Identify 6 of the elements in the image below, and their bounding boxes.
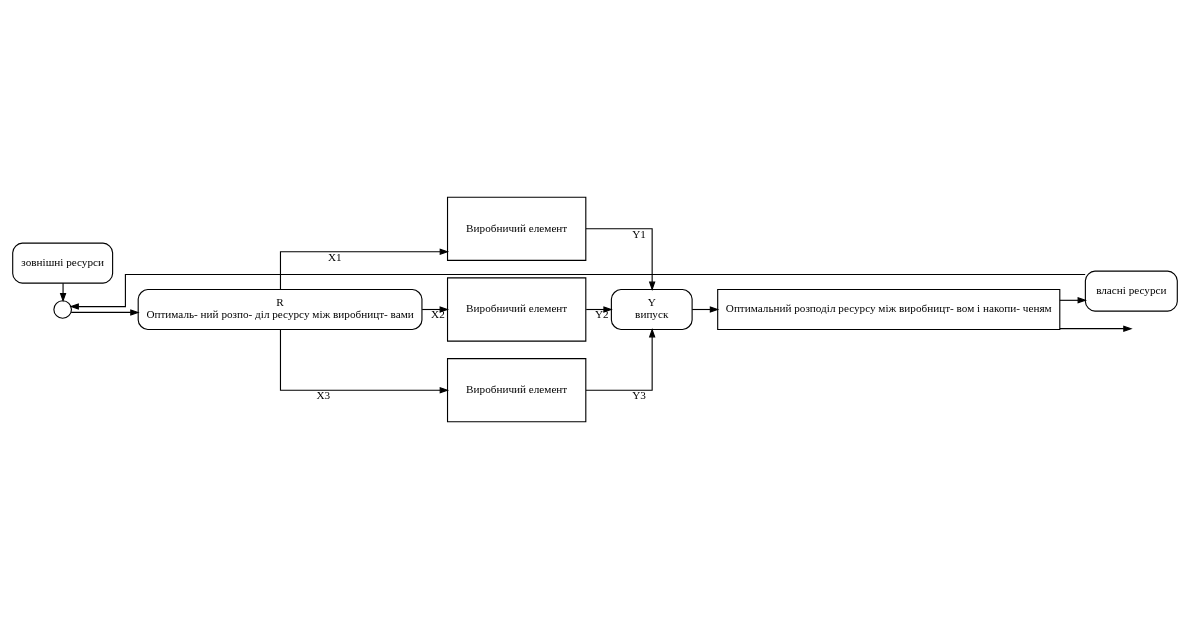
edge-label: Y2	[595, 308, 609, 321]
edge-label: Y3	[632, 389, 646, 402]
edge-label: X3	[316, 389, 331, 402]
edge-label: Y1	[632, 227, 646, 240]
edge-label: X2	[431, 308, 445, 321]
edge-label: X1	[327, 250, 342, 263]
